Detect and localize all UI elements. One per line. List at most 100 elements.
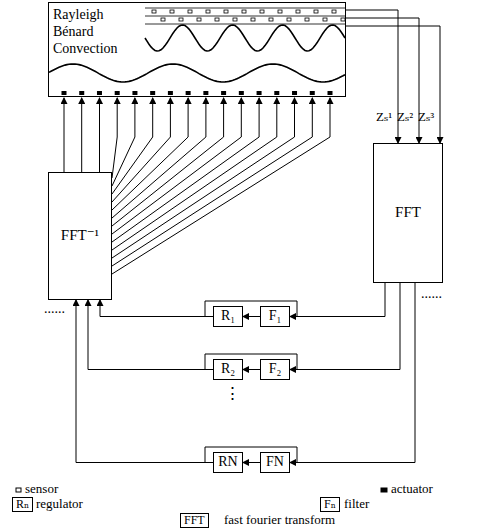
wire bbox=[290, 283, 415, 463]
actuator bbox=[221, 91, 226, 95]
wire bbox=[112, 98, 135, 186]
sensor bbox=[278, 10, 282, 13]
wire bbox=[112, 98, 206, 218]
actuator bbox=[257, 91, 262, 95]
sensor bbox=[188, 10, 192, 13]
connector bbox=[100, 300, 213, 317]
wire bbox=[112, 98, 188, 210]
connector bbox=[243, 462, 260, 463]
connector bbox=[290, 283, 415, 463]
actuator bbox=[203, 91, 208, 95]
sensor bbox=[170, 10, 174, 13]
connector bbox=[76, 300, 213, 463]
wire bbox=[99, 98, 100, 172]
sensor bbox=[332, 10, 336, 13]
node-label: F₂ bbox=[269, 361, 282, 377]
connector bbox=[290, 283, 400, 370]
filter-box: F₂ bbox=[260, 359, 290, 380]
sensor bbox=[269, 18, 273, 21]
sensor bbox=[296, 10, 300, 13]
wire bbox=[112, 98, 295, 258]
plant-box: Rayleigh Bénard Convection bbox=[48, 2, 346, 97]
node-label: Rayleigh Bénard Convection bbox=[53, 6, 137, 57]
actuator bbox=[328, 91, 333, 95]
actuator bbox=[150, 91, 155, 95]
sensor bbox=[323, 18, 327, 21]
connector bbox=[64, 98, 330, 274]
wire bbox=[346, 18, 419, 143]
feedback-loops bbox=[205, 301, 297, 463]
sensor bbox=[287, 18, 291, 21]
legend-text: filter bbox=[344, 497, 369, 511]
legend-text: regulator bbox=[36, 497, 83, 511]
wire bbox=[112, 98, 312, 266]
ellipsis: ⋮ bbox=[224, 385, 241, 404]
actuator bbox=[310, 91, 315, 95]
actuator bbox=[168, 91, 173, 95]
regulator-box: R₂ bbox=[213, 359, 243, 380]
legend-text: actuator bbox=[391, 482, 433, 496]
wire bbox=[112, 98, 277, 250]
wire bbox=[290, 283, 400, 370]
sensor bbox=[242, 10, 246, 13]
regulator-box: RN bbox=[213, 452, 243, 473]
sensor bbox=[152, 10, 156, 13]
sensor bbox=[314, 10, 318, 13]
sensor bbox=[341, 18, 345, 21]
wire bbox=[81, 98, 82, 172]
legend-text: sensor bbox=[25, 482, 58, 496]
node-label: RN bbox=[218, 454, 237, 470]
wire bbox=[243, 369, 260, 370]
legend-box: FFT bbox=[180, 513, 209, 528]
actuator bbox=[115, 91, 120, 95]
sensor bbox=[260, 10, 264, 13]
wire bbox=[290, 283, 385, 317]
connector bbox=[346, 10, 440, 143]
roll-wave bbox=[145, 25, 345, 51]
actuator bbox=[186, 91, 191, 95]
actuator bbox=[239, 91, 244, 95]
fft-box: FFT bbox=[373, 143, 443, 283]
sensor bbox=[305, 18, 309, 21]
signal-name: Zₛ² bbox=[397, 110, 413, 124]
wire bbox=[76, 300, 213, 463]
connector bbox=[243, 369, 260, 370]
actuator bbox=[97, 91, 102, 95]
wire bbox=[346, 10, 398, 143]
filter-box: FN bbox=[260, 452, 290, 473]
wire bbox=[112, 98, 259, 242]
legend-text: fast fourier transform bbox=[224, 513, 335, 527]
actuator-sample bbox=[381, 488, 387, 492]
wire bbox=[112, 98, 224, 226]
sensor-row bbox=[145, 8, 346, 24]
node-label: FFT bbox=[395, 204, 421, 221]
sensor bbox=[233, 18, 237, 21]
sensor bbox=[251, 18, 255, 21]
loop-line bbox=[205, 354, 297, 370]
inverse-fft-box: FFT⁻¹ bbox=[48, 172, 112, 300]
wire bbox=[112, 98, 241, 234]
connector bbox=[88, 300, 213, 370]
sensor bbox=[197, 18, 201, 21]
sensor bbox=[215, 18, 219, 21]
node-label: F₁ bbox=[269, 308, 282, 324]
filter-box: F₁ bbox=[260, 306, 290, 327]
wire bbox=[100, 300, 213, 317]
wire bbox=[243, 316, 260, 317]
node-label: R₂ bbox=[221, 361, 235, 377]
roll-wave bbox=[49, 64, 345, 82]
actuator bbox=[62, 91, 67, 95]
sensor bbox=[224, 10, 228, 13]
wire bbox=[243, 462, 260, 463]
connector bbox=[243, 316, 260, 317]
signal-name: Zₛ¹ bbox=[376, 110, 392, 124]
ellipsis: ...... bbox=[421, 286, 442, 301]
wire bbox=[64, 98, 65, 172]
sensor bbox=[206, 10, 210, 13]
node-label: FN bbox=[266, 454, 284, 470]
loop-line bbox=[205, 301, 297, 317]
legend-box: Fₙ bbox=[320, 497, 340, 512]
